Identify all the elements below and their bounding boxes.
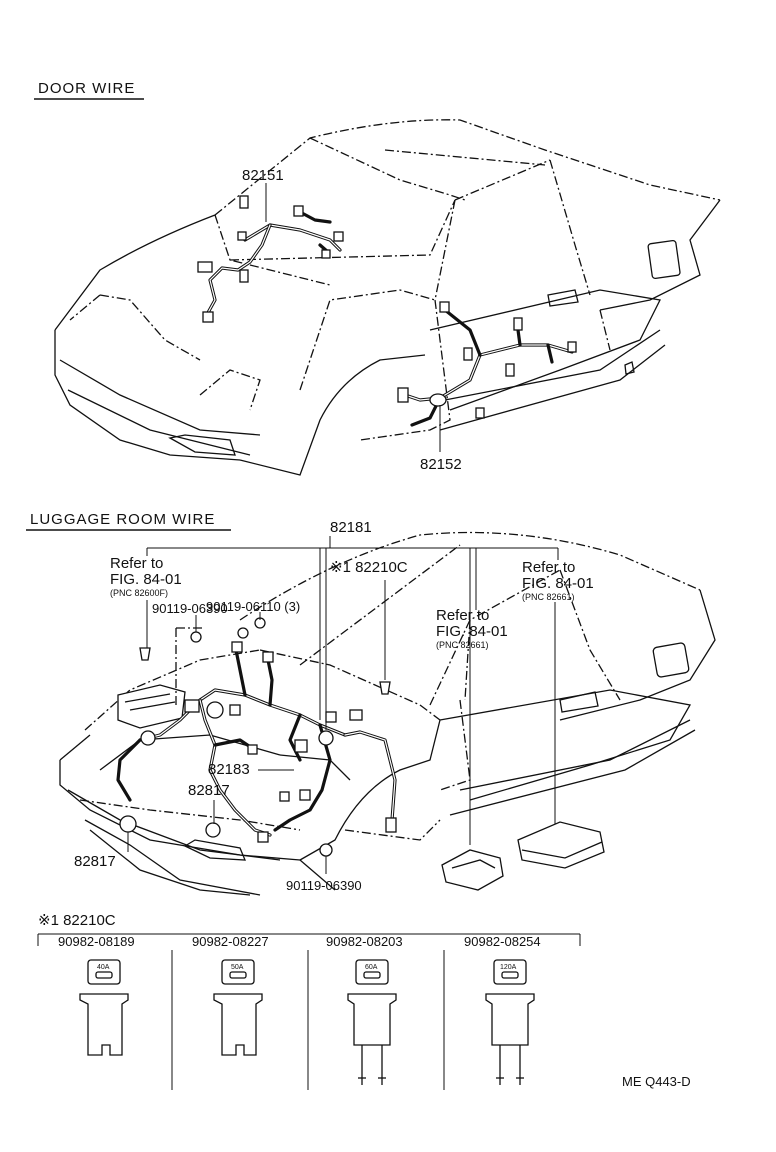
fuse-120a: 90982-08254 120A — [464, 934, 541, 1085]
label-bolt-06390-lower: 90119-06390 — [286, 878, 362, 893]
fuse-40a: 90982-08189 40A — [58, 934, 135, 1056]
wire-harness-82152 — [397, 301, 577, 427]
svg-text:FIG. 84-01: FIG. 84-01 — [522, 575, 594, 592]
bolt-icons — [119, 617, 391, 857]
svg-text:FIG. 84-01: FIG. 84-01 — [110, 571, 182, 588]
svg-text:90982-08203: 90982-08203 — [326, 934, 403, 949]
label-82183: 82183 — [208, 761, 250, 778]
fuse-table-frame — [37, 933, 581, 1090]
footer-code: ME Q443-D — [622, 1074, 691, 1089]
wire-harness-82181 — [116, 641, 397, 843]
svg-text:120A: 120A — [500, 964, 517, 971]
label-bolt-06390-upper: 90119-06390 — [152, 601, 228, 616]
svg-text:(PNC 82661): (PNC 82661) — [522, 592, 575, 602]
svg-text:90982-08227: 90982-08227 — [192, 934, 269, 949]
fuse-50a: 90982-08227 50A — [192, 934, 269, 1056]
label-bolt-06110: 90119-06110 (3) — [206, 599, 300, 614]
svg-text:Refer to: Refer to — [436, 607, 489, 624]
ref-callout-3: Refer to FIG. 84-01 (PNC 82661) — [522, 559, 594, 602]
section-title-door-wire: DOOR WIRE — [38, 80, 135, 97]
junction-block — [441, 821, 605, 891]
leader-lines — [127, 536, 559, 874]
label-82817-lower: 82817 — [74, 853, 116, 870]
ref-callout-1: Refer to FIG. 84-01 (PNC 82600F) — [110, 555, 182, 598]
svg-text:FIG. 84-01: FIG. 84-01 — [436, 623, 508, 640]
svg-text:Refer to: Refer to — [522, 559, 575, 576]
svg-text:90982-08189: 90982-08189 — [58, 934, 135, 949]
svg-text:(PNC 82600F): (PNC 82600F) — [110, 588, 168, 598]
label-82152: 82152 — [420, 456, 462, 473]
svg-text:50A: 50A — [231, 964, 244, 971]
wire-harness-82151 — [197, 195, 344, 323]
svg-text:Refer to: Refer to — [110, 555, 163, 572]
svg-text:90982-08254: 90982-08254 — [464, 934, 541, 949]
label-82210c: ※1 82210C — [330, 559, 408, 576]
svg-text:(PNC 82661): (PNC 82661) — [436, 640, 489, 650]
car-body-top — [54, 119, 721, 476]
label-82151: 82151 — [242, 167, 284, 184]
label-82817-upper: 82817 — [188, 782, 230, 799]
label-82181: 82181 — [330, 519, 372, 536]
section-title-luggage-room-wire: LUGGAGE ROOM WIRE — [30, 511, 215, 528]
fuse-table-header: ※1 82210C — [38, 912, 116, 929]
fuse-60a: 90982-08203 60A — [326, 934, 403, 1085]
svg-text:40A: 40A — [97, 964, 110, 971]
svg-text:60A: 60A — [365, 964, 378, 971]
ref-callout-2: Refer to FIG. 84-01 (PNC 82661) — [436, 607, 508, 650]
